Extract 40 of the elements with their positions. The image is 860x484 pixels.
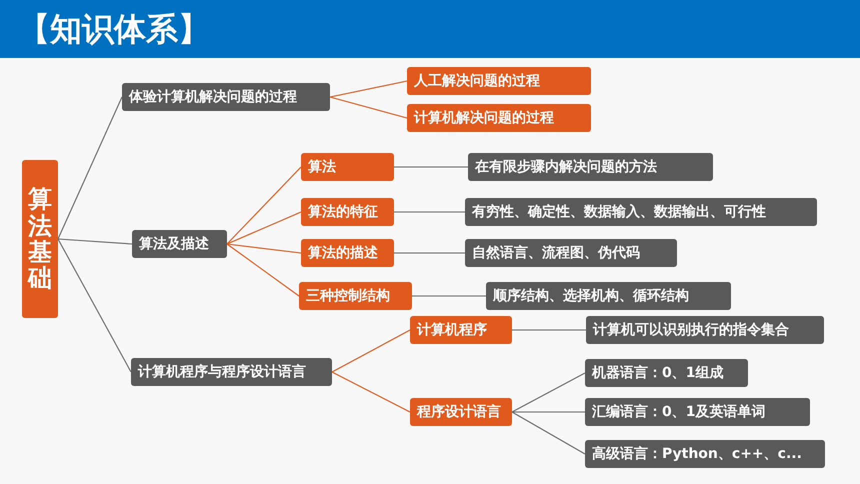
- connector-line: [58, 238, 132, 372]
- detail-box: 高级语言：Python、c++、c...: [585, 440, 825, 468]
- connector-line: [332, 330, 410, 372]
- connector-line: [512, 411, 585, 413]
- topic-box: 程序设计语言: [410, 398, 512, 426]
- detail-box: 体验计算机解决问题的过程: [122, 83, 330, 111]
- connector-line: [512, 372, 586, 412]
- detail-box: 计算机可以识别执行的指令集合: [586, 316, 824, 344]
- connector-line: [58, 238, 132, 245]
- detail-box: 机器语言：0、1组成: [585, 359, 748, 387]
- connector-line: [512, 412, 586, 454]
- detail-box: 自然语言、流程图、伪代码: [465, 239, 677, 267]
- topic-box: 算法: [301, 153, 394, 181]
- connector-line: [394, 252, 465, 254]
- detail-box: 在有限步骤内解决问题的方法: [468, 153, 713, 181]
- connector-line: [226, 244, 300, 296]
- connector-line: [394, 166, 468, 168]
- connector-line: [330, 80, 408, 98]
- topic-box: 计算机程序: [410, 316, 512, 344]
- topic-box: 算法的描述: [301, 239, 394, 267]
- page-title: 【知识体系】: [18, 9, 210, 50]
- detail-box: 算法及描述: [132, 230, 227, 258]
- detail-box: 汇编语言：0、1及英语单词: [585, 398, 810, 426]
- detail-box: 顺序结构、选择机构、循环结构: [486, 282, 731, 310]
- connector-line: [412, 295, 486, 297]
- connector-line: [226, 212, 302, 244]
- topic-box: 人工解决问题的过程: [407, 67, 591, 95]
- topic-box: 算法基础: [22, 160, 58, 318]
- connector-line: [512, 329, 586, 331]
- connector-line: [330, 96, 408, 119]
- detail-box: 计算机程序与程序设计语言: [131, 358, 332, 386]
- topic-box: 计算机解决问题的过程: [407, 104, 591, 132]
- connector-line: [58, 96, 122, 240]
- topic-box: 算法的特征: [301, 198, 394, 226]
- topic-box: 三种控制结构: [299, 282, 412, 310]
- connector-line: [226, 166, 302, 244]
- connector-line: [394, 211, 465, 213]
- detail-box: 有穷性、确定性、数据输入、数据输出、可行性: [465, 198, 817, 226]
- connector-line: [226, 243, 302, 254]
- connector-line: [332, 372, 410, 412]
